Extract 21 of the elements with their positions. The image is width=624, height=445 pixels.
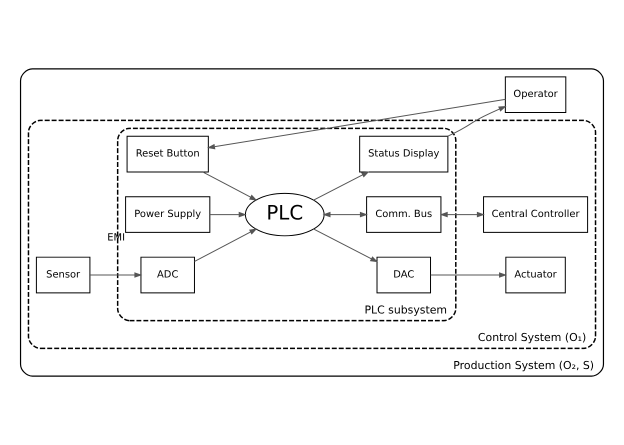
node-box: Status Display <box>359 136 448 172</box>
arrow <box>207 98 506 150</box>
arrow <box>430 272 507 278</box>
node-box: Actuator <box>505 256 566 294</box>
node-box: Sensor <box>36 256 90 294</box>
arrow <box>440 212 485 218</box>
node-box: DAC <box>376 256 432 294</box>
arrow <box>447 106 507 137</box>
node-box: Operator <box>504 76 566 113</box>
node-box: Central Controller <box>483 196 588 233</box>
arrow <box>312 228 378 262</box>
arrow <box>90 272 142 278</box>
node-box: Comm. Bus <box>366 196 442 233</box>
arrow <box>202 172 258 201</box>
arrow <box>312 171 370 201</box>
arrow <box>194 228 258 262</box>
node-box: Reset Button <box>126 136 209 172</box>
node-box: ADC <box>140 256 195 294</box>
node-box: Power Supply <box>125 196 210 233</box>
arrow <box>209 212 247 218</box>
arrow <box>322 212 368 218</box>
